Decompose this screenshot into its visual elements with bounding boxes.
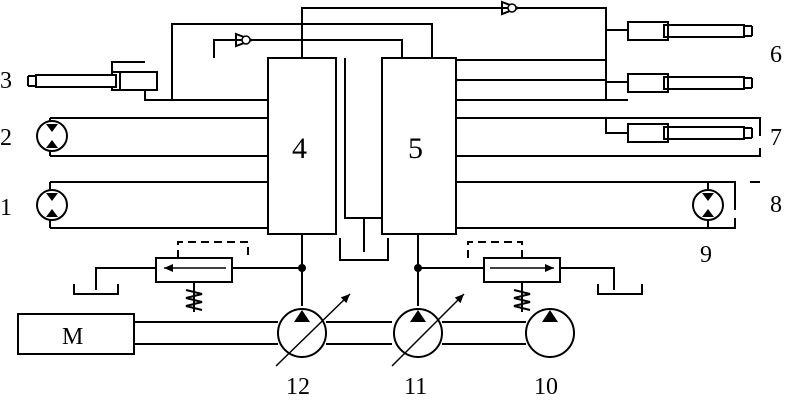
hydraulic-motor-2 (36, 120, 68, 152)
variable-pump-12 (275, 293, 351, 367)
junction-dot-right (414, 264, 422, 272)
label-7: 7 (770, 125, 782, 151)
control-block-4 (267, 57, 337, 235)
variable-pump-11 (391, 293, 465, 367)
pipe-network (49, 7, 761, 345)
label-8: 8 (770, 192, 782, 218)
hydraulic-motor-1 (36, 189, 68, 221)
label-12: 12 (286, 374, 310, 400)
junction-dot-left (298, 264, 306, 272)
hydraulic-motor-8 (692, 189, 724, 221)
control-block-5 (381, 57, 457, 235)
check-valve-inner (235, 32, 255, 48)
relief-valve-right (467, 241, 561, 312)
label-10: 10 (534, 374, 558, 400)
label-4: 4 (292, 132, 307, 165)
tank-right (597, 284, 643, 295)
relief-valve-left (155, 241, 249, 312)
label-11: 11 (404, 374, 427, 400)
tank-drain-center (339, 218, 389, 261)
cylinder-6-upper (627, 21, 753, 41)
cylinder-7 (605, 118, 753, 143)
electric-motor (17, 313, 135, 355)
motor-label: M (62, 324, 83, 350)
label-2: 2 (0, 125, 12, 151)
fixed-pump-10 (525, 308, 575, 358)
label-5: 5 (408, 132, 423, 165)
check-valve-top (501, 0, 521, 16)
tank-left (73, 284, 119, 295)
label-6: 6 (770, 42, 782, 68)
label-1: 1 (0, 195, 12, 221)
label-3: 3 (0, 68, 12, 94)
cylinder-6-lower (627, 73, 753, 93)
cylinder-3 (27, 71, 158, 91)
label-9: 9 (700, 242, 712, 268)
